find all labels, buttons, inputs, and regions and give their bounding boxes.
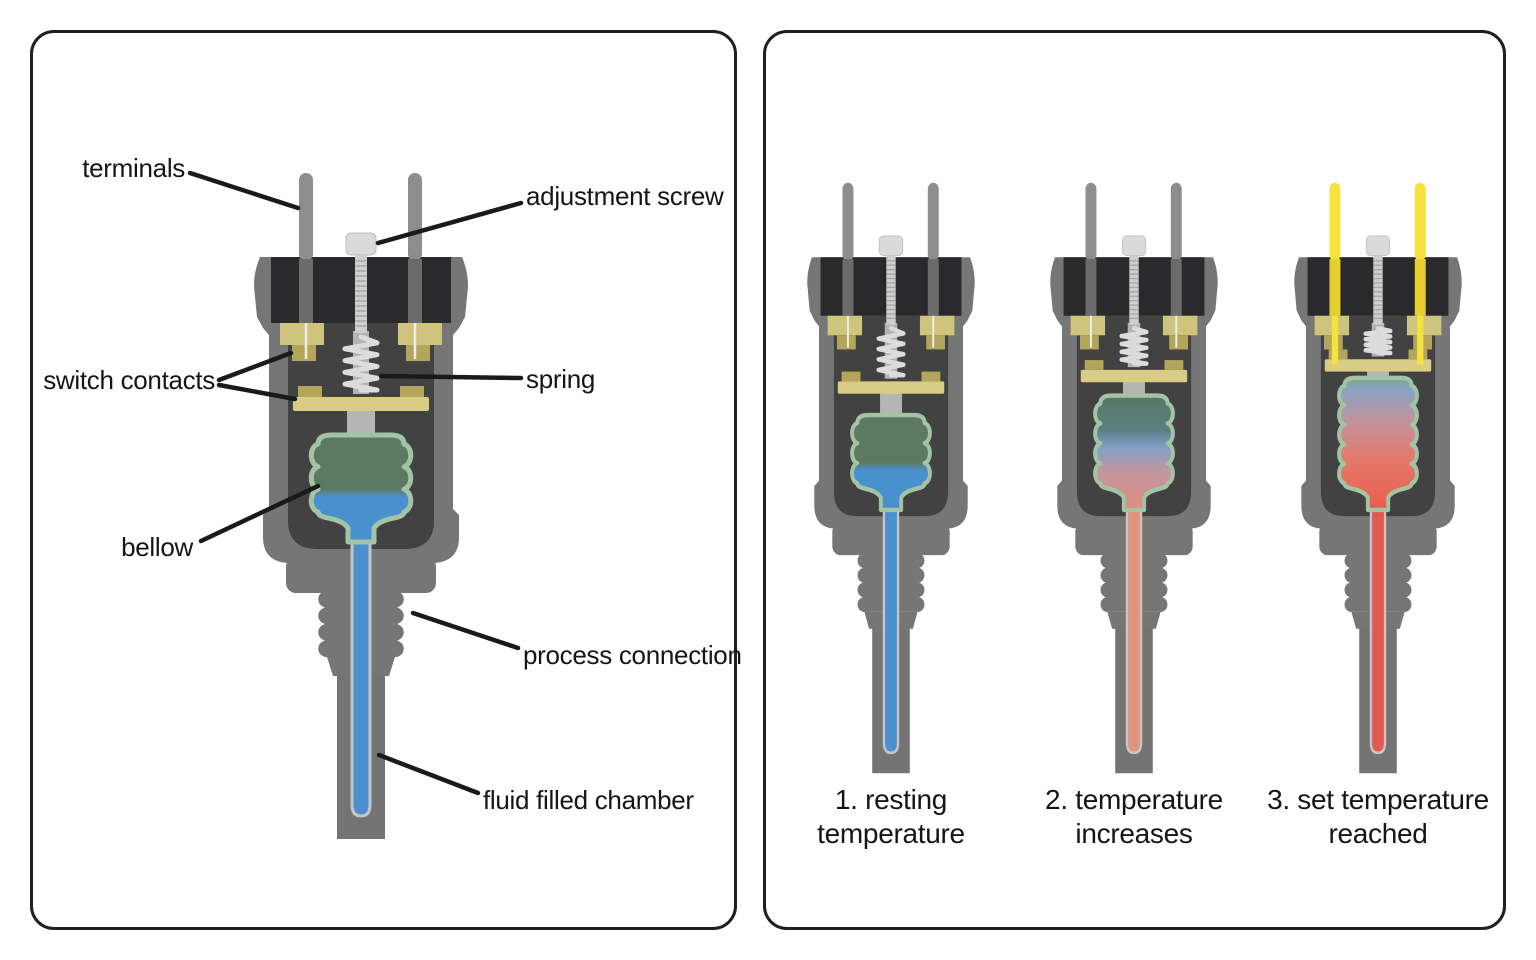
caption-stage-1: 1. resting temperature — [771, 783, 1011, 851]
caption-stage-2-line1: 2. temperature — [1045, 784, 1223, 815]
caption-stage-3-line2: reached — [1328, 818, 1428, 849]
label-bellow: bellow — [121, 532, 193, 562]
sequence-panel: 1. resting temperature 2. temperature in… — [763, 30, 1506, 930]
label-switch-contacts: switch contacts — [43, 365, 215, 395]
thermostat-stage-2 — [1044, 181, 1224, 775]
caption-stage-2: 2. temperature increases — [1014, 783, 1254, 851]
thermostat-stage-1 — [801, 181, 981, 775]
cutaway-panel: terminals adjustment screw switch contac… — [30, 30, 742, 930]
label-process-connection: process connection — [523, 640, 742, 670]
caption-stage-3: 3. set temperature reached — [1258, 783, 1498, 851]
label-spring: spring — [526, 364, 596, 394]
thermostat-cutaway — [246, 171, 476, 841]
caption-stage-3-line1: 3. set temperature — [1267, 784, 1489, 815]
label-fluid-filled-chamber: fluid filled chamber — [483, 785, 694, 815]
thermostat-stage-3 — [1288, 181, 1468, 775]
caption-stage-2-line2: increases — [1075, 818, 1193, 849]
caption-stage-1-line1: 1. resting — [834, 784, 948, 815]
label-adjustment-screw: adjustment screw — [526, 181, 724, 211]
caption-stage-1-line2: temperature — [817, 818, 965, 849]
label-terminals: terminals — [82, 153, 185, 183]
